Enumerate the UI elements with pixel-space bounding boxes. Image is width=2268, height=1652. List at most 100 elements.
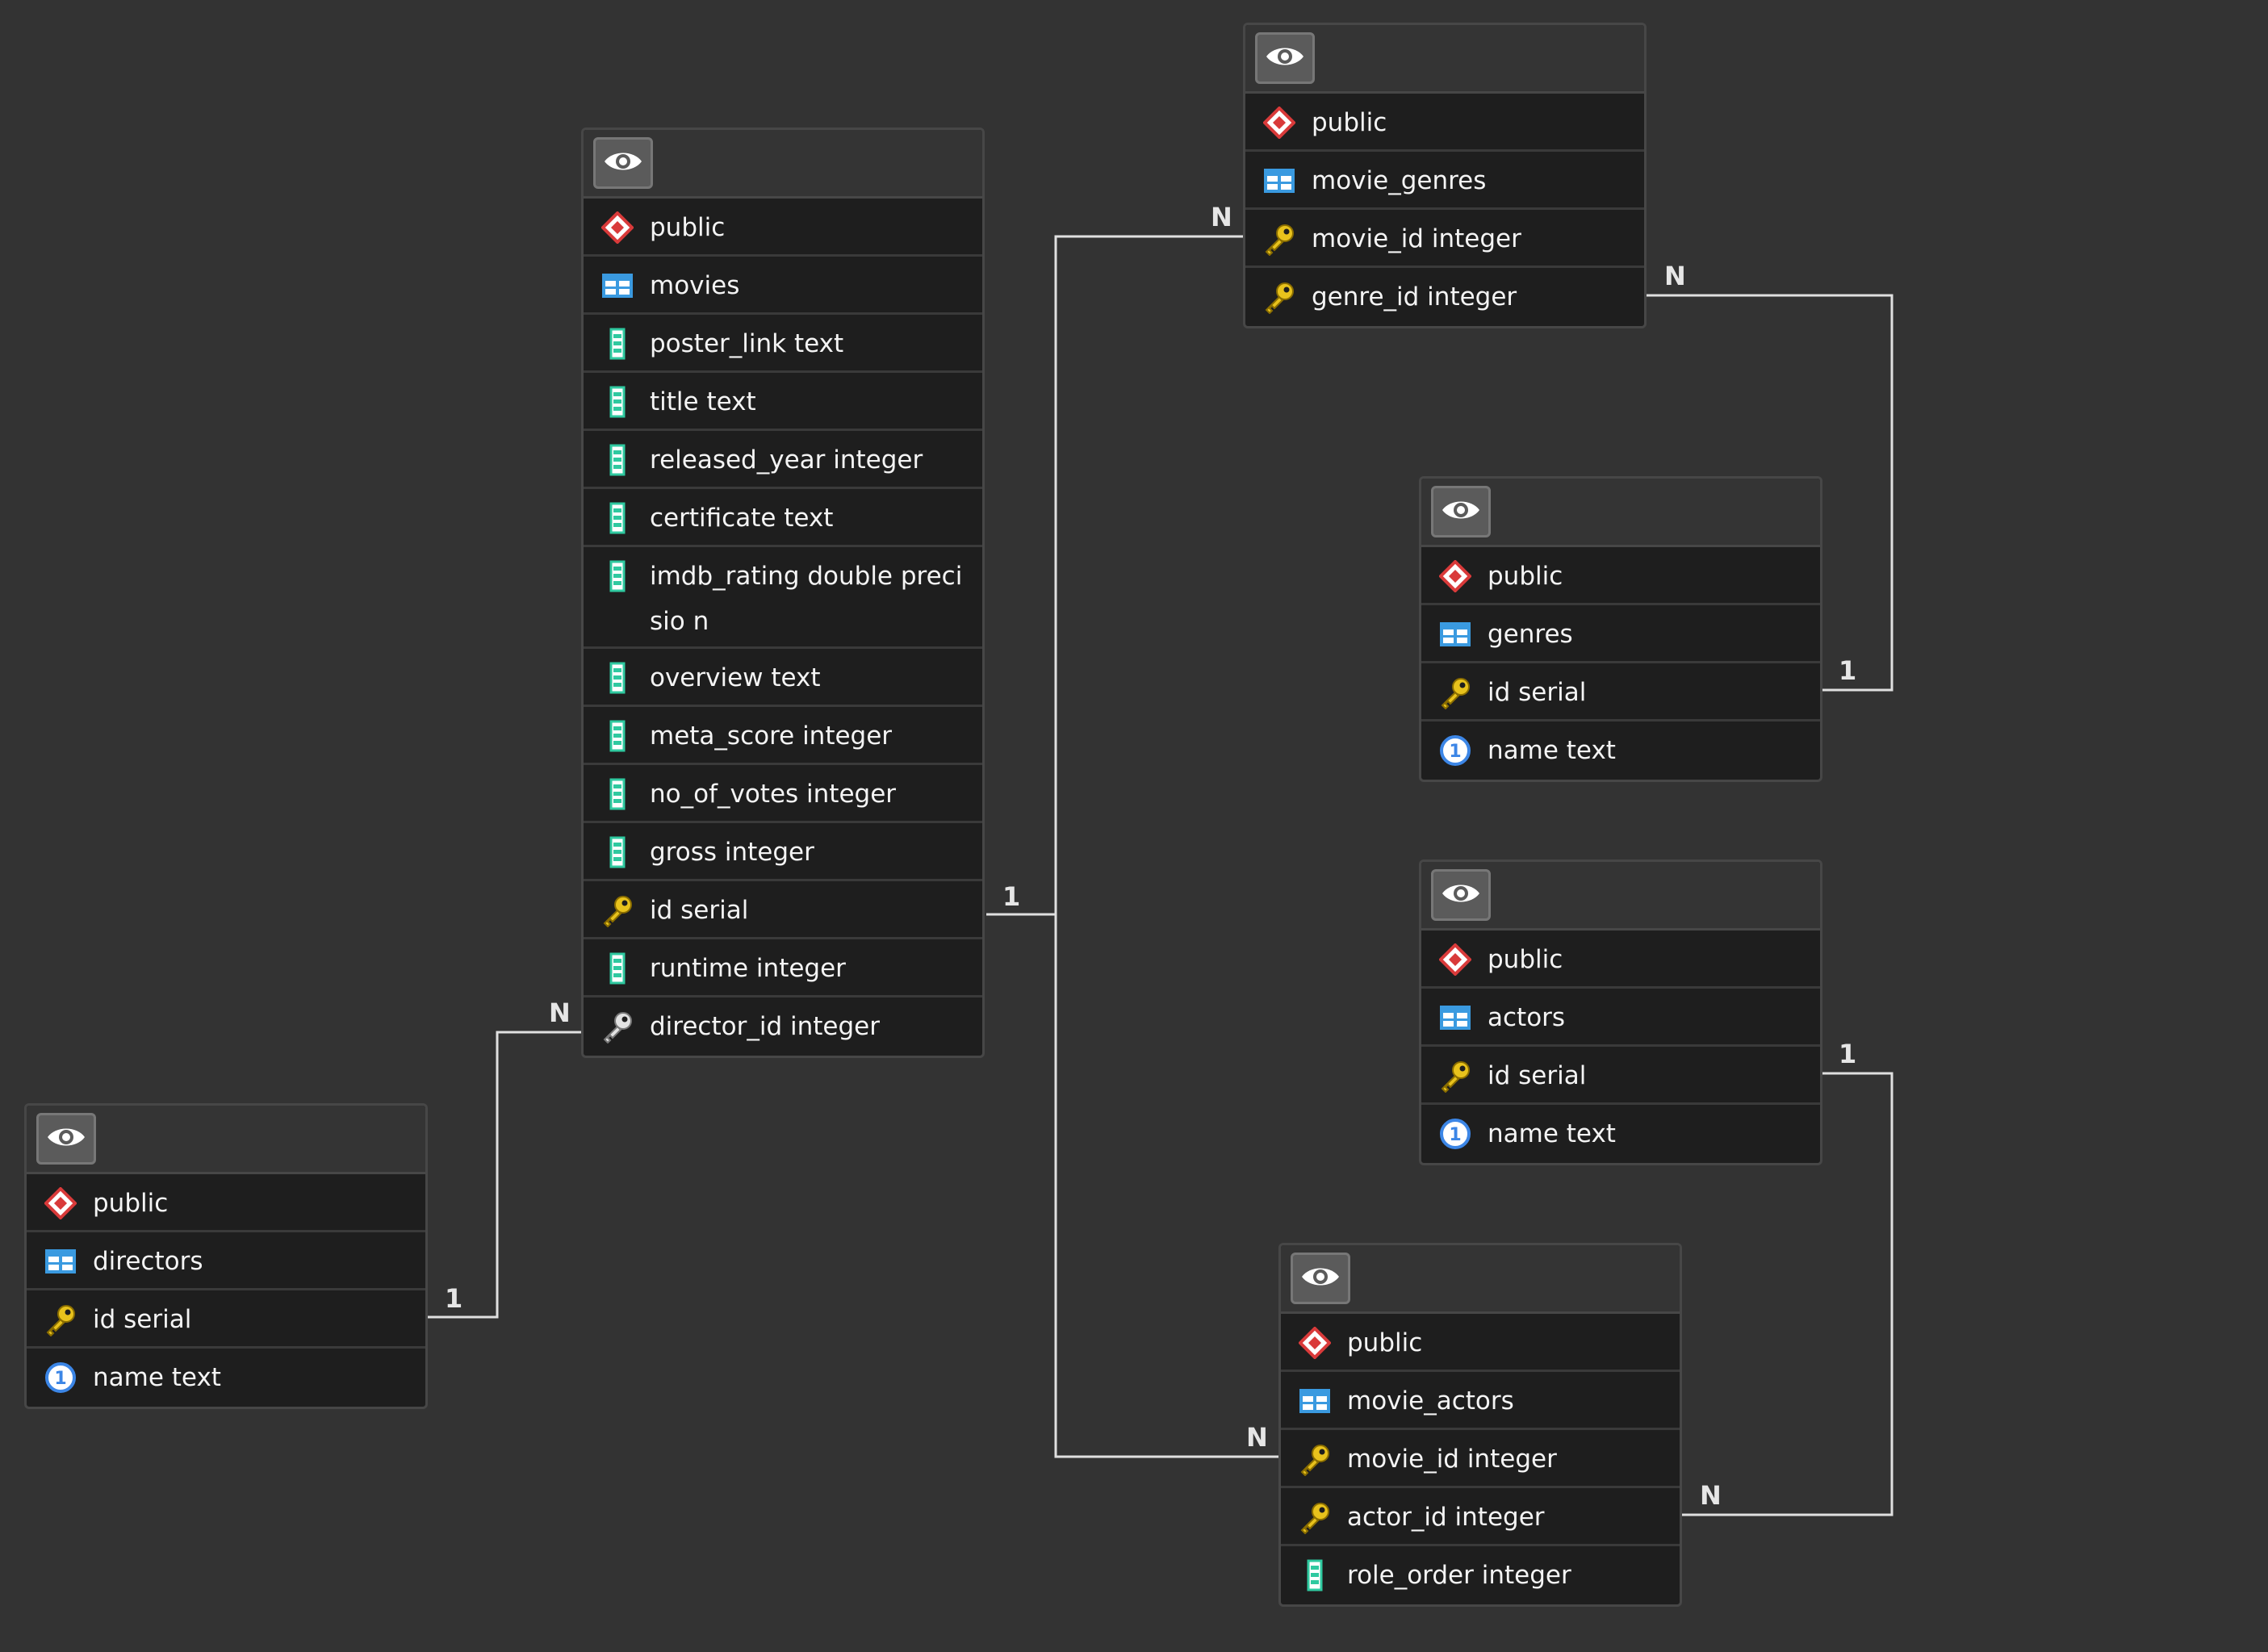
view-button[interactable] — [1291, 1253, 1350, 1304]
table-header — [27, 1106, 425, 1174]
column-icon — [600, 720, 635, 752]
row-table-name[interactable]: movie_genres — [1245, 152, 1644, 210]
row-column[interactable]: gross integer — [584, 823, 982, 881]
card-movie-genres-genre-id: N — [1664, 261, 1686, 291]
row-label: poster_link text — [650, 329, 844, 358]
row-label: runtime integer — [650, 954, 846, 983]
table-genres[interactable]: public genres id serial 1 name text — [1419, 476, 1822, 782]
row-column[interactable]: no_of_votes integer — [584, 765, 982, 823]
table-header — [1281, 1245, 1680, 1314]
row-foreign-key[interactable]: director_id integer — [584, 997, 982, 1056]
row-column[interactable]: title text — [584, 373, 982, 431]
eye-icon — [1441, 881, 1481, 909]
row-unique[interactable]: 1 name text — [1421, 721, 1820, 780]
view-button[interactable] — [36, 1113, 96, 1165]
primary-key-icon — [1262, 282, 1297, 314]
row-table-name[interactable]: genres — [1421, 605, 1820, 663]
row-primary-key[interactable]: id serial — [584, 881, 982, 939]
card-movies-id: 1 — [1002, 881, 1020, 912]
row-primary-key[interactable]: id serial — [27, 1290, 425, 1349]
column-icon — [600, 778, 635, 810]
row-label: movies — [650, 271, 740, 300]
row-unique[interactable]: 1 name text — [27, 1349, 425, 1407]
row-label: public — [650, 213, 726, 242]
primary-key-icon — [600, 895, 635, 927]
row-primary-key[interactable]: actor_id integer — [1281, 1488, 1680, 1546]
table-header — [1245, 25, 1644, 94]
row-schema[interactable]: public — [1421, 547, 1820, 605]
row-schema[interactable]: public — [1281, 1314, 1680, 1372]
row-column[interactable]: certificate text — [584, 489, 982, 547]
row-schema[interactable]: public — [1421, 931, 1820, 989]
row-column[interactable]: imdb_rating double precisio n — [584, 547, 982, 649]
card-movies-director-id: N — [549, 997, 571, 1028]
svg-text:1: 1 — [1449, 1125, 1461, 1145]
row-label: public — [1347, 1328, 1423, 1357]
table-movie-genres[interactable]: public movie_genres movie_id integer gen… — [1243, 23, 1647, 328]
row-schema[interactable]: public — [1245, 94, 1644, 152]
row-column[interactable]: overview text — [584, 649, 982, 707]
row-label: actors — [1488, 1003, 1566, 1032]
view-button[interactable] — [1431, 869, 1491, 921]
row-label: movie_actors — [1347, 1386, 1514, 1416]
row-schema[interactable]: public — [27, 1174, 425, 1232]
svg-text:1: 1 — [1449, 742, 1461, 762]
primary-key-icon — [1297, 1444, 1333, 1476]
table-actors[interactable]: public actors id serial 1 name text — [1419, 859, 1822, 1165]
row-primary-key[interactable]: genre_id integer — [1245, 268, 1644, 326]
row-label: gross integer — [650, 838, 814, 867]
table-movie-actors[interactable]: public movie_actors movie_id integer act… — [1278, 1243, 1682, 1607]
view-button[interactable] — [593, 137, 653, 189]
relation-movies-directors — [428, 1031, 583, 1319]
row-schema[interactable]: public — [584, 199, 982, 257]
table-header — [1421, 479, 1820, 547]
row-label: id serial — [1488, 1061, 1587, 1090]
eye-icon — [1300, 1265, 1341, 1292]
row-label: movie_id integer — [1347, 1445, 1557, 1474]
row-column[interactable]: poster_link text — [584, 315, 982, 373]
row-primary-key[interactable]: id serial — [1421, 1047, 1820, 1105]
row-label: genres — [1488, 620, 1573, 649]
row-label: no_of_votes integer — [650, 780, 897, 809]
row-primary-key[interactable]: id serial — [1421, 663, 1820, 721]
row-primary-key[interactable]: movie_id integer — [1281, 1430, 1680, 1488]
row-primary-key[interactable]: movie_id integer — [1245, 210, 1644, 268]
row-label: id serial — [93, 1305, 192, 1334]
relation-movie-actors-movies — [1054, 914, 1278, 1458]
table-directors[interactable]: public directors id serial 1 name text — [24, 1103, 428, 1409]
relation-movie-actors-actors — [1682, 1072, 1893, 1516]
row-label: id serial — [1488, 678, 1587, 707]
row-column[interactable]: meta_score integer — [584, 707, 982, 765]
table-icon — [43, 1246, 78, 1277]
row-table-name[interactable]: directors — [27, 1232, 425, 1290]
row-column[interactable]: released_year integer — [584, 431, 982, 489]
schema-icon — [1262, 107, 1297, 139]
row-column[interactable]: role_order integer — [1281, 1546, 1680, 1604]
row-table-name[interactable]: movies — [584, 257, 982, 315]
column-icon — [600, 328, 635, 360]
row-label: certificate text — [650, 504, 834, 533]
table-icon — [1437, 619, 1473, 650]
primary-key-icon — [1262, 224, 1297, 256]
card-movie-actors-movie-id: N — [1246, 1422, 1268, 1453]
eye-icon — [1265, 44, 1305, 72]
table-movies[interactable]: public movies poster_link text title tex… — [581, 128, 985, 1058]
card-movie-genres-movie-id: N — [1211, 202, 1232, 232]
row-column[interactable]: runtime integer — [584, 939, 982, 997]
row-label: released_year integer — [650, 445, 923, 475]
row-table-name[interactable]: movie_actors — [1281, 1372, 1680, 1430]
primary-key-icon — [1437, 677, 1473, 709]
row-label: director_id integer — [650, 1012, 880, 1041]
view-button[interactable] — [1431, 486, 1491, 537]
row-label: public — [1488, 562, 1563, 591]
row-table-name[interactable]: actors — [1421, 989, 1820, 1047]
schema-icon — [43, 1187, 78, 1219]
column-icon — [600, 502, 635, 534]
row-unique[interactable]: 1 name text — [1421, 1105, 1820, 1163]
view-button[interactable] — [1255, 32, 1315, 84]
row-label: movie_genres — [1312, 166, 1487, 195]
column-icon — [1297, 1559, 1333, 1591]
row-label: role_order integer — [1347, 1561, 1571, 1590]
card-actors-id: 1 — [1839, 1039, 1856, 1069]
